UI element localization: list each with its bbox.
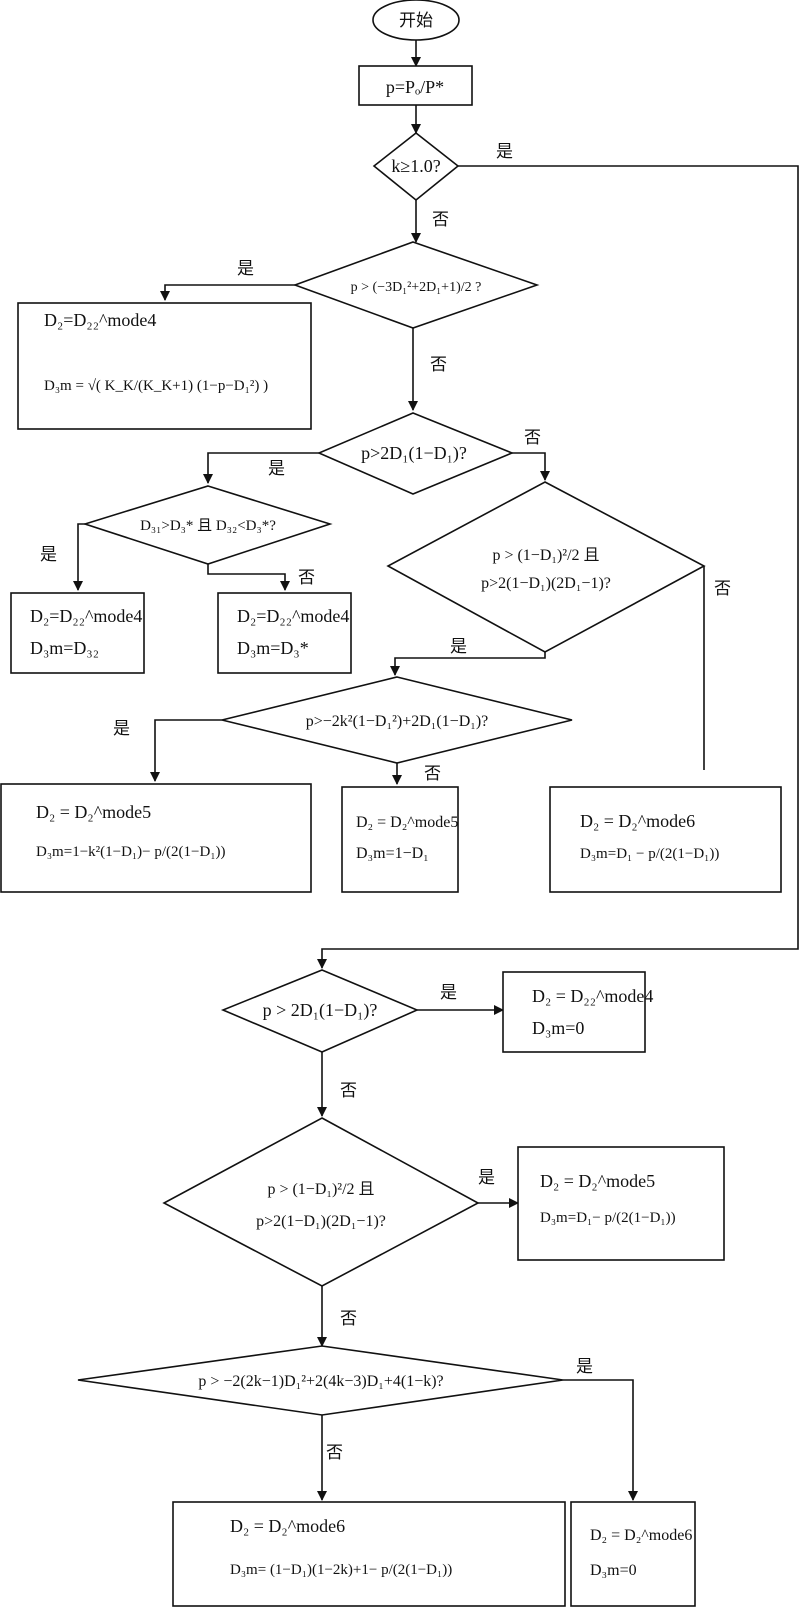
cond7-line2: p>2(1−D₁)(2D₁−1)?	[256, 1213, 386, 1230]
start-label: 开始	[399, 11, 433, 31]
cond3-text: D₃₁>D₃* 且 D₃₂<D₃*?	[140, 518, 276, 534]
cond4-line2: p>2(1−D₁)(2D₁−1)?	[481, 575, 611, 592]
box5-line1: D₂ = D₂^mode5	[356, 814, 458, 831]
label-no-kcheck: 否	[432, 210, 449, 230]
label-no-cond5: 否	[424, 764, 441, 784]
box3-line2: D₃m=D₃*	[237, 638, 309, 658]
box2: D₂=D₂₂^mode4 D₃m=D₃₂	[10, 592, 145, 674]
box5: D₂ = D₂^mode5 D₃m=1−D₁	[341, 786, 459, 893]
box9-line2: D₃m= (1−D₁)(1−2k)+1− p/(2(1−D₁))	[230, 1562, 452, 1578]
label-no-cond6: 否	[340, 1081, 357, 1101]
box10: D₂ = D₂^mode6 D₃m=0	[570, 1501, 696, 1607]
box7-line1: D₂ = D₂₂^mode4	[532, 986, 653, 1006]
box5-line2: D₃m=1−D₁	[356, 845, 429, 862]
label-yes-cond7: 是	[478, 1168, 495, 1188]
box10-line1: D₂ = D₂^mode6	[590, 1527, 692, 1544]
label-no-cond3: 否	[298, 568, 315, 588]
label-yes-cond3: 是	[40, 545, 57, 565]
cond7-line1: p > (1−D₁)²/2 且	[267, 1181, 374, 1198]
label-no-cond4: 否	[714, 579, 731, 599]
box9: D₂ = D₂^mode6 D₃m= (1−D₁)(1−2k)+1− p/(2(…	[172, 1501, 566, 1607]
box2-line2: D₃m=D₃₂	[30, 638, 99, 658]
edge-labels: 是 否 是 否 是 否 是 否 是 否 是 否 是 否 是 否 是 否	[40, 142, 731, 1463]
box8: D₂ = D₂^mode5 D₃m=D₁− p/(2(1−D₁))	[517, 1146, 725, 1261]
cond6-decision: p > 2D₁(1−D₁)?	[220, 969, 420, 1053]
cond1-decision: p > (−3D₁²+2D₁+1)/2 ?	[292, 241, 540, 329]
label-yes-cond1: 是	[237, 259, 254, 279]
start-node: 开始	[372, 0, 460, 41]
box2-line1: D₂=D₂₂^mode4	[30, 606, 142, 626]
box9-line1: D₂ = D₂^mode6	[230, 1516, 345, 1536]
label-yes-cond4: 是	[450, 637, 467, 657]
edge-cond4-yes-cond5	[390, 652, 546, 676]
box1-line2: D₃m = √( K_K/(K_K+1) (1−p−D₁²) )	[44, 378, 268, 394]
cond4-line1: p > (1−D₁)²/2 且	[492, 547, 599, 564]
cond6-text: p > 2D₁(1−D₁)?	[263, 1000, 378, 1021]
edge-cond8-yes-box10	[563, 1379, 638, 1501]
cond5-text: p>−2k²(1−D₁²)+2D₁(1−D₁)?	[306, 713, 489, 730]
edge-kcheck-yes-cond6	[317, 165, 799, 969]
cond5-decision: p>−2k²(1−D₁²)+2D₁(1−D₁)?	[221, 676, 573, 764]
box8-line2: D₃m=D₁− p/(2(1−D₁))	[540, 1210, 676, 1226]
edge-cond2-no-cond4	[512, 452, 550, 481]
p-def-text: p=Pₒ/P*	[386, 77, 444, 97]
edge-cond5-yes-box4	[150, 719, 222, 782]
box6: D₂ = D₂^mode6 D₃m=D₁ − p/(2(1−D₁))	[549, 786, 782, 893]
cond7-decision: p > (1−D₁)²/2 且 p>2(1−D₁)(2D₁−1)?	[162, 1117, 480, 1287]
cond2-decision: p>2D₁(1−D₁)?	[316, 412, 515, 495]
p-def-box: p=Pₒ/P*	[358, 65, 473, 106]
box1-line1: D₂=D₂₂^mode4	[44, 310, 156, 330]
box10-line2: D₃m=0	[590, 1562, 637, 1579]
label-no-cond1: 否	[430, 355, 447, 375]
box1: D₂=D₂₂^mode4 D₃m = √( K_K/(K_K+1) (1−p−D…	[17, 302, 312, 430]
box8-line1: D₂ = D₂^mode5	[540, 1171, 655, 1191]
box3-line1: D₂=D₂₂^mode4	[237, 606, 349, 626]
k-check-decision: k≥1.0?	[372, 131, 460, 202]
box7-line2: D₃m=0	[532, 1018, 584, 1038]
edge-cond2-yes-cond3	[203, 452, 319, 484]
box7: D₂ = D₂₂^mode4 D₃m=0	[502, 971, 653, 1053]
cond8-decision: p > −2(2k−1)D₁²+2(4k−3)D₁+4(1−k)?	[77, 1345, 564, 1416]
cond1-text: p > (−3D₁²+2D₁+1)/2 ?	[351, 280, 482, 295]
label-no-cond2: 否	[524, 428, 541, 448]
k-check-text: k≥1.0?	[391, 156, 440, 176]
cond2-text: p>2D₁(1−D₁)?	[361, 443, 467, 464]
label-yes-cond6: 是	[440, 983, 457, 1003]
label-yes-cond8: 是	[576, 1357, 593, 1377]
box4-line1: D₂ = D₂^mode5	[36, 802, 151, 822]
label-yes-kcheck: 是	[496, 142, 513, 162]
label-no-cond7: 否	[340, 1309, 357, 1329]
edges	[73, 40, 799, 1501]
label-yes-cond5: 是	[113, 719, 130, 739]
label-yes-cond2: 是	[268, 459, 285, 479]
cond4-decision: p > (1−D₁)²/2 且 p>2(1−D₁)(2D₁−1)?	[386, 481, 706, 653]
box3: D₂=D₂₂^mode4 D₃m=D₃*	[217, 592, 352, 674]
edge-cond3-no-box3	[207, 564, 290, 591]
box4-line2: D₃m=1−k²(1−D₁)− p/(2(1−D₁))	[36, 844, 226, 860]
box6-line1: D₂ = D₂^mode6	[580, 811, 695, 831]
label-no-cond8: 否	[326, 1443, 343, 1463]
cond3-decision: D₃₁>D₃* 且 D₃₂<D₃*?	[82, 485, 333, 565]
edge-cond3-yes-box2	[73, 523, 85, 591]
cond8-text: p > −2(2k−1)D₁²+2(4k−3)D₁+4(1−k)?	[198, 1373, 443, 1390]
box6-line2: D₃m=D₁ − p/(2(1−D₁))	[580, 846, 719, 862]
edge-cond1-yes-box1	[160, 284, 295, 301]
box4: D₂ = D₂^mode5 D₃m=1−k²(1−D₁)− p/(2(1−D₁)…	[0, 783, 312, 893]
